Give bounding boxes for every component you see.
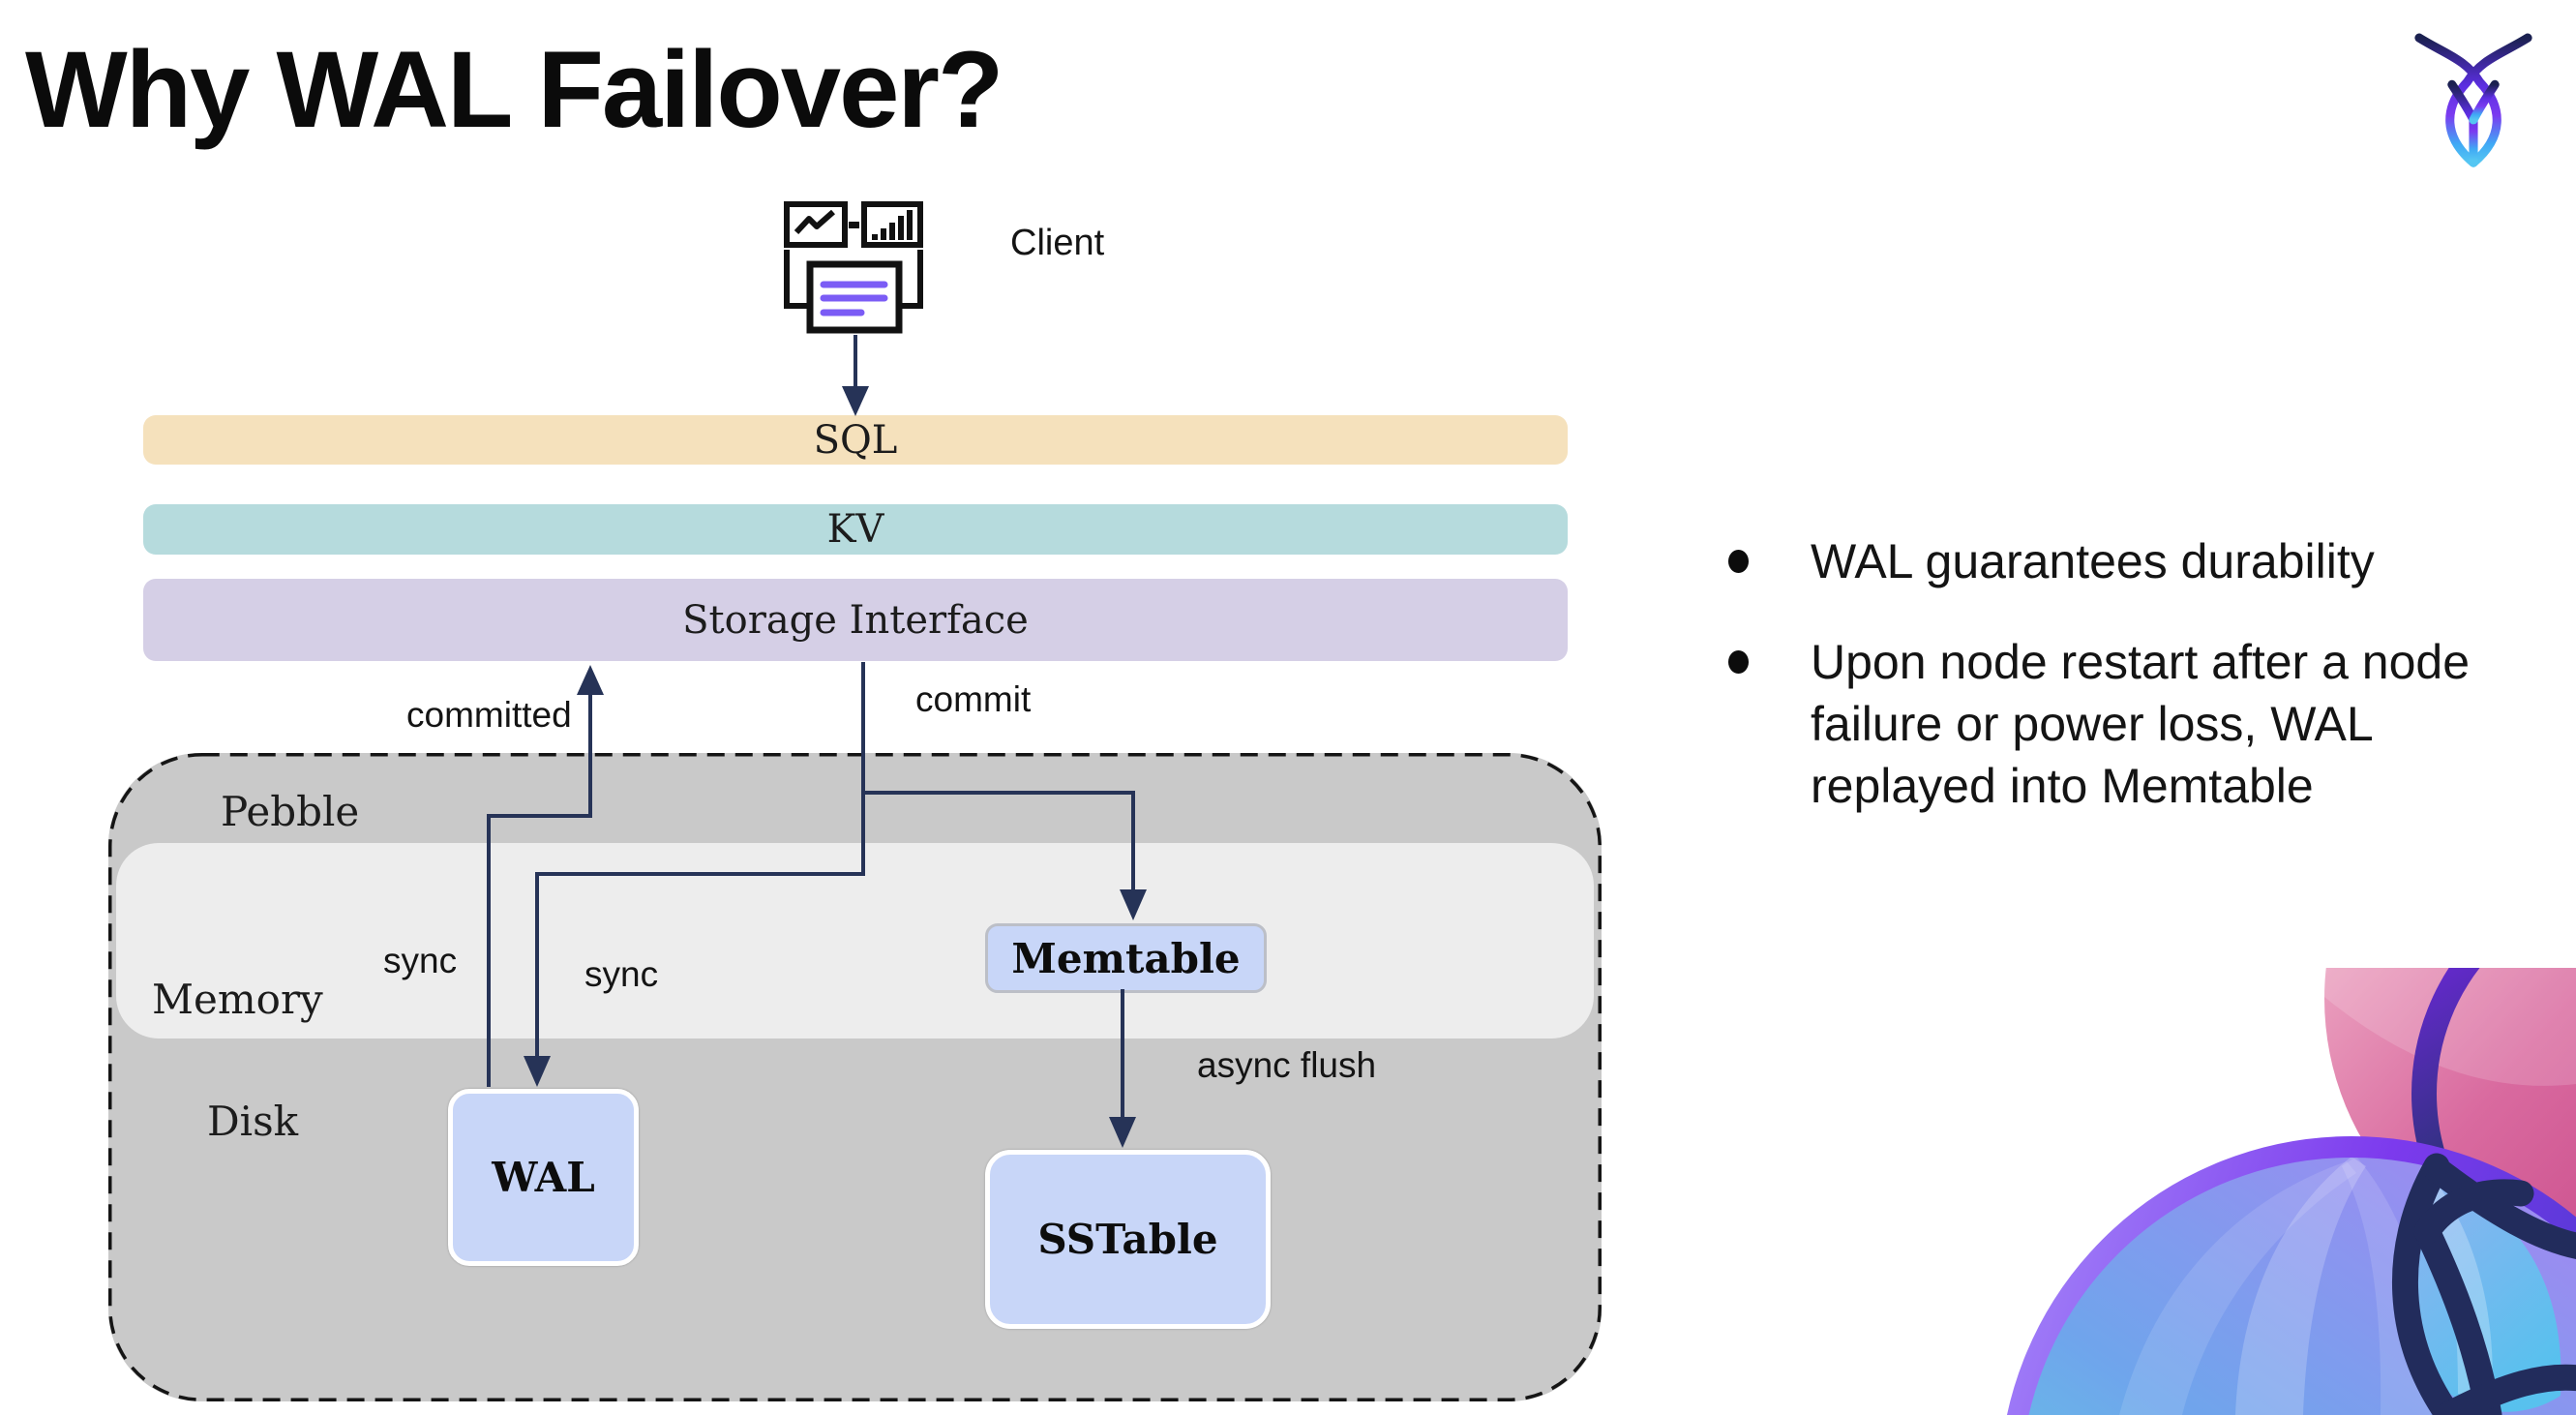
- layer-sql-label: SQL: [813, 417, 898, 463]
- node-wal-label: WAL: [492, 1154, 595, 1201]
- bullet-text: Upon node restart after a node failure o…: [1811, 635, 2471, 813]
- memory-zone: [116, 843, 1594, 1039]
- node-memtable-label: Memtable: [1011, 934, 1241, 982]
- memory-label: Memory: [152, 976, 323, 1023]
- edge-label-commit: commit: [915, 679, 1032, 719]
- layer-kv-label: KV: [826, 507, 884, 552]
- client-workstation-icon: [784, 201, 923, 334]
- slide-title: Why WAL Failover?: [25, 29, 1003, 150]
- art-leaf-body: [2410, 1176, 2561, 1412]
- edge-label-sync-left: sync: [383, 941, 458, 980]
- layer-kv: KV: [143, 504, 1568, 555]
- bullet-dot-icon: [1728, 650, 1749, 674]
- client-label: Client: [1010, 223, 1105, 263]
- art-pink-highlight: [2324, 968, 2576, 1086]
- cockroachdb-logo-icon: [2414, 33, 2532, 167]
- art-leaf-highlight: [2235, 1157, 2366, 1415]
- art-purple-ring: [2007, 1136, 2576, 1415]
- layer-sql: SQL: [143, 415, 1568, 465]
- node-memtable: Memtable: [985, 923, 1267, 993]
- art-outer-ring: [2411, 968, 2576, 1315]
- cockroachdb-brand-art: [2007, 968, 2576, 1415]
- bullet-list: WAL guarantees durability Upon node rest…: [1701, 530, 2524, 856]
- art-leaf-highlight: [2119, 1161, 2356, 1415]
- list-item: Upon node restart after a node failure o…: [1701, 631, 2524, 817]
- arrowhead-sql: [842, 386, 869, 416]
- edge-label-sync-right: sync: [584, 954, 659, 994]
- edge-label-committed: committed: [406, 695, 572, 735]
- disk-label: Disk: [207, 1098, 299, 1145]
- list-item: WAL guarantees durability: [1701, 530, 2524, 592]
- edge-label-async-flush: async flush: [1197, 1045, 1377, 1085]
- node-wal: WAL: [448, 1089, 639, 1266]
- bullet-text: WAL guarantees durability: [1811, 534, 2375, 588]
- art-navy-branch: [2435, 1364, 2576, 1415]
- art-navy-curve: [2423, 1156, 2576, 1259]
- art-navy-curve: [2391, 1153, 2462, 1415]
- layer-storage-interface-label: Storage Interface: [682, 597, 1029, 643]
- layer-storage-interface: Storage Interface: [143, 579, 1568, 661]
- bullet-dot-icon: [1728, 550, 1749, 573]
- art-navy-branch: [2413, 1179, 2534, 1245]
- arrowhead-committed: [577, 665, 604, 695]
- node-sstable-label: SSTable: [1037, 1216, 1218, 1263]
- node-sstable: SSTable: [985, 1150, 1271, 1329]
- pebble-label: Pebble: [221, 788, 360, 835]
